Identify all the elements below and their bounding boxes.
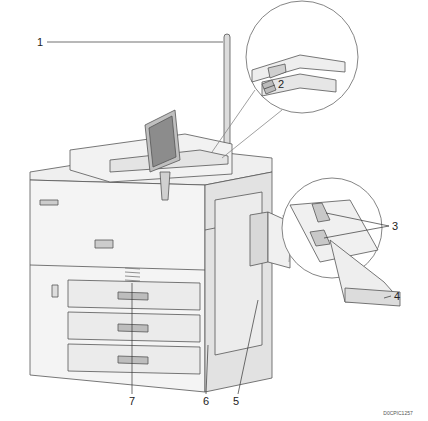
callout-number: 4 [393, 290, 401, 303]
callout-number: 1 [36, 36, 44, 49]
callout-number: 5 [232, 395, 240, 408]
callout-number: 2 [277, 78, 285, 91]
callout-number: 3 [391, 220, 399, 233]
figure-code: D0CPIC1257 [382, 410, 413, 417]
callout-number: 6 [202, 395, 210, 408]
callout-number: 7 [128, 395, 136, 408]
